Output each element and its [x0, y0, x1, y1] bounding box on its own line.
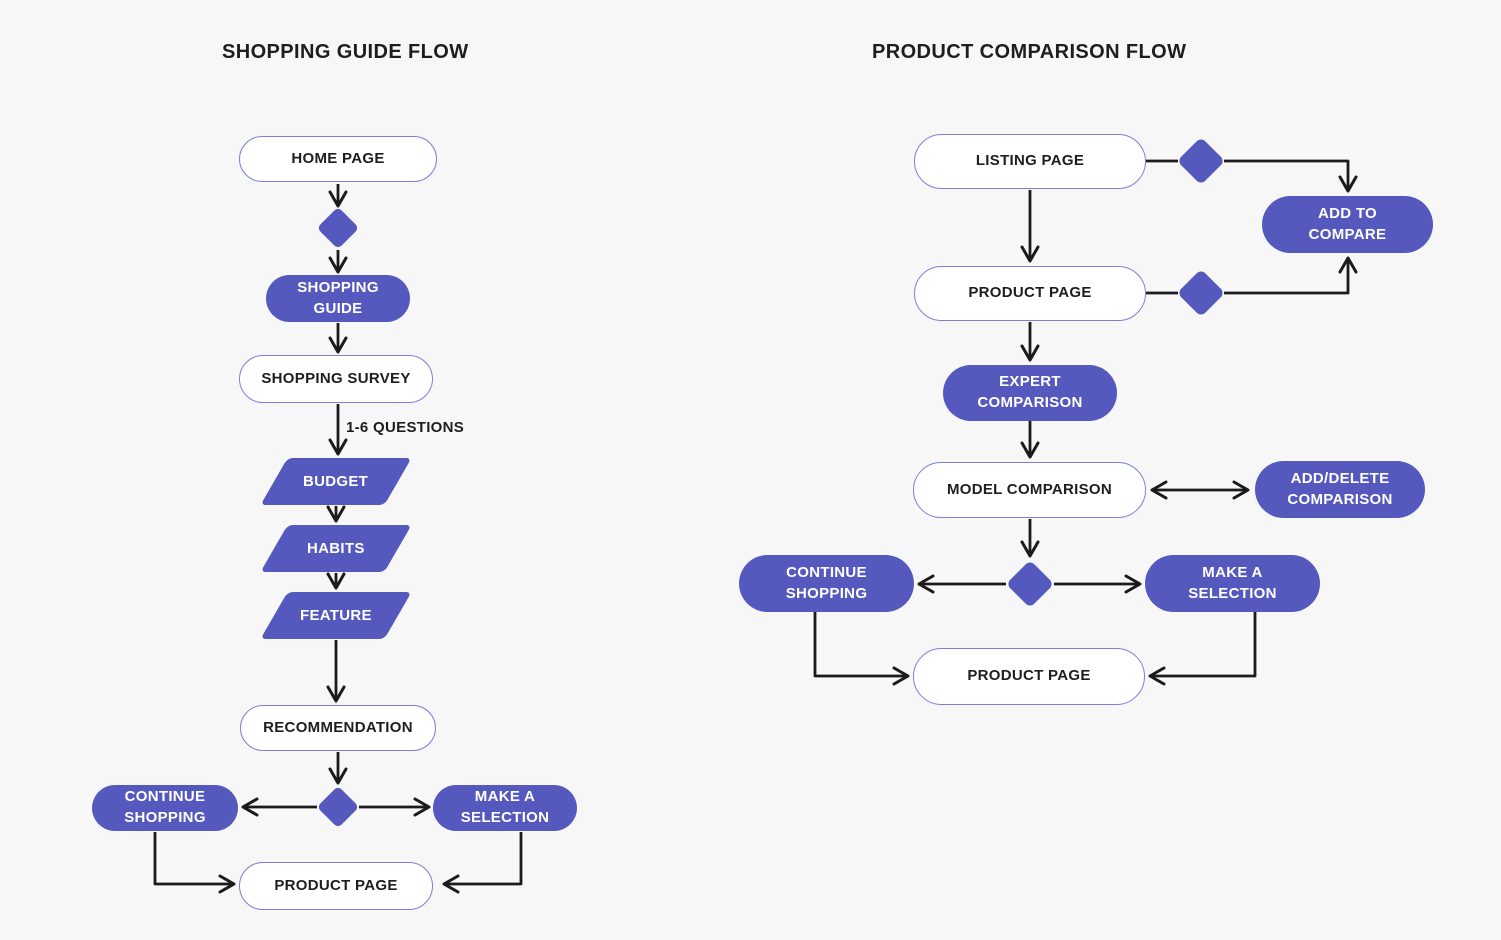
node-home-page-label: HOME PAGE [291, 149, 385, 167]
node-add-delete-comparison: ADD/DELETE COMPARISON [1255, 461, 1425, 518]
node-add-to-compare: ADD TO COMPARE [1262, 196, 1433, 253]
node-make-a-selection-right: MAKE A SELECTION [1145, 555, 1320, 612]
node-model-comparison-label: MODEL COMPARISON [946, 480, 1113, 498]
node-make-a-selection: MAKE A SELECTION [433, 785, 577, 831]
node-add-delete-comparison-label: ADD/DELETE COMPARISON [1287, 469, 1393, 508]
left-flow-title: SHOPPING GUIDE FLOW [222, 41, 469, 63]
node-expert-comparison: EXPERT COMPARISON [943, 365, 1117, 421]
node-product-page-mid-label: PRODUCT PAGE [968, 284, 1092, 302]
node-shopping-guide-label: SHOPPING GUIDE [297, 278, 379, 317]
node-continue-shopping: CONTINUE SHOPPING [92, 785, 238, 831]
node-shopping-survey: SHOPPING SURVEY [239, 355, 433, 403]
node-listing-page-label: LISTING PAGE [975, 152, 1085, 170]
edge-continue-to-product-page [153, 832, 236, 894]
node-product-page-mid: PRODUCT PAGE [914, 266, 1146, 321]
edge-continue-right-to-product [813, 612, 910, 686]
node-product-page-bottom: PRODUCT PAGE [913, 648, 1145, 705]
node-shopping-survey-label: SHOPPING SURVEY [261, 369, 411, 387]
node-habits-label: HABITS [307, 540, 365, 557]
node-make-a-selection-right-label: MAKE A SELECTION [1188, 563, 1277, 602]
node-expert-comparison-label: EXPERT COMPARISON [977, 373, 1083, 411]
edge-decision-to-add-compare-top [1224, 159, 1358, 193]
node-make-a-selection-label: MAKE A SELECTION [460, 788, 550, 826]
node-feature-label: FEATURE [300, 607, 372, 624]
edge-decision-to-add-compare-bottom [1224, 256, 1358, 295]
node-continue-shopping-right-label: CONTINUE SHOPPING [785, 563, 868, 602]
edge-selection-to-product-page [442, 832, 523, 894]
node-product-page: PRODUCT PAGE [239, 862, 433, 910]
node-model-comparison: MODEL COMPARISON [913, 462, 1146, 518]
node-recommendation-label: RECOMMENDATION [263, 718, 413, 736]
edge-label-questions: 1-6 QUESTIONS [346, 419, 465, 436]
node-product-page-bottom-label: PRODUCT PAGE [967, 667, 1091, 685]
node-recommendation: RECOMMENDATION [240, 705, 436, 751]
node-shopping-guide: SHOPPING GUIDE [266, 275, 410, 322]
edge-selection-right-to-product [1148, 612, 1257, 686]
node-budget-label: BUDGET [303, 473, 369, 490]
node-home-page: HOME PAGE [239, 136, 437, 182]
right-flow-title: PRODUCT COMPARISON FLOW [872, 41, 1187, 63]
node-product-page-label: PRODUCT PAGE [274, 876, 398, 894]
node-continue-shopping-label: CONTINUE SHOPPING [124, 788, 206, 826]
node-add-to-compare-label: ADD TO COMPARE [1308, 204, 1387, 243]
node-listing-page: LISTING PAGE [914, 134, 1146, 189]
node-continue-shopping-right: CONTINUE SHOPPING [739, 555, 914, 612]
